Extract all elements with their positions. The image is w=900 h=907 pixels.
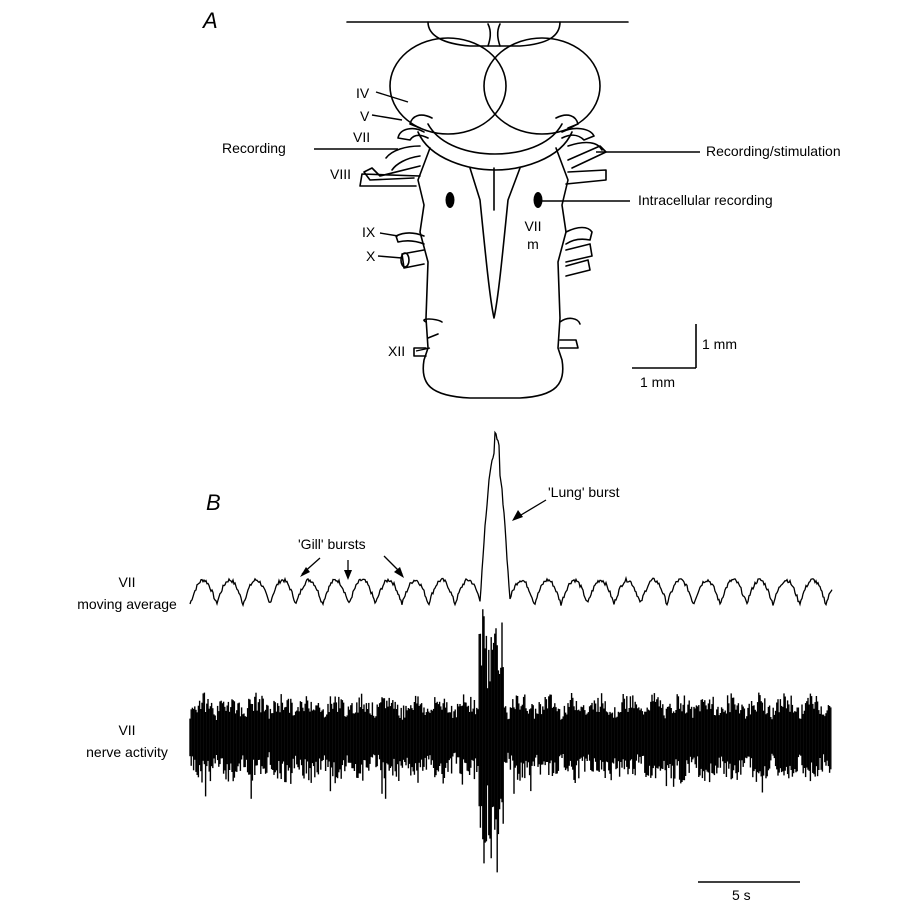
nerve-activity-trace [190,609,831,872]
arrow-head [512,510,523,521]
arrow-head [394,567,404,578]
gill-bursts-label: 'Gill' bursts [298,536,366,552]
scale-b-time-label: 5 s [732,887,751,903]
recording-stimulation-label: Recording/stimulation [706,143,841,159]
fourth-ventricle [470,168,520,318]
nerve-activity-label-2: nerve activity [62,744,192,760]
intracellular-recording-label: Intracellular recording [638,192,773,208]
panel-label-b: B [206,490,221,516]
nerve-label-iv: IV [356,85,369,101]
nerve-activity-label-1: VII [62,722,192,738]
brainstem-outline [418,148,568,398]
vii-motor-nucleus-right [534,192,543,208]
nerve-label-viii: VIII [330,166,351,182]
recording-label: Recording [222,140,286,156]
nerve-label-xii: XII [388,343,405,359]
scale-bar-a [632,324,696,368]
nerve-label-v: V [360,108,369,124]
scale-a-vertical-label: 1 mm [702,336,737,352]
moving-average-trace [190,433,832,606]
vii-motor-nucleus-left [446,192,455,208]
nerve-label-x: X [366,248,375,264]
nucleus-label-vii: VII [518,218,548,234]
optic-lobe-left [390,38,506,134]
nerve-label-vii: VII [353,129,370,145]
optic-lobe-right [484,38,600,134]
nerve-label-ix: IX [362,224,375,240]
panel-label-a: A [203,8,218,34]
arrow-head [344,570,352,580]
scale-a-horizontal-label: 1 mm [640,374,675,390]
moving-average-label-1: VII [62,574,192,590]
forebrain-outline [428,22,560,46]
nucleus-label-m: m [518,236,548,252]
lung-burst-label: 'Lung' burst [548,484,620,500]
moving-average-label-2: moving average [62,596,192,612]
